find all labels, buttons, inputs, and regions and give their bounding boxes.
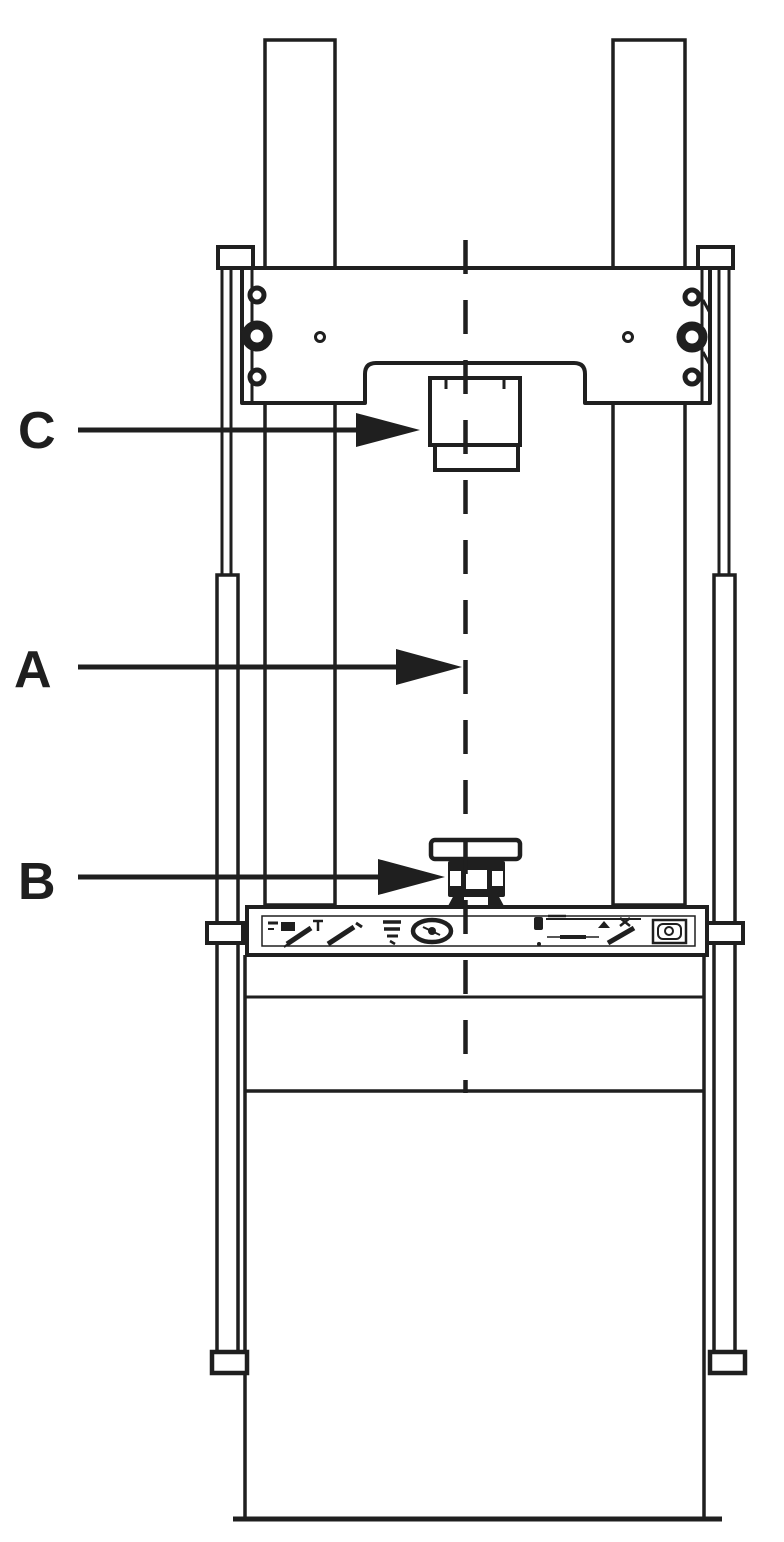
callout-arrowhead-C: [356, 413, 420, 447]
fixture-right-foot: [488, 893, 504, 906]
specimen-fixture: [428, 837, 523, 906]
cross-tools-icon: [619, 917, 631, 927]
left-tie-rod-lower: [215, 573, 240, 1354]
flag-triangle-icon: [598, 921, 610, 928]
striker-block: [428, 376, 522, 472]
crosshead-beam: [240, 266, 712, 405]
fixture-top-plate: [428, 837, 523, 862]
beam-weld-tick: [701, 299, 711, 313]
left-rod-foot: [209, 1349, 250, 1376]
tee-mark-icon: [313, 919, 323, 931]
fixture-left-nut: [450, 871, 461, 886]
slash-tool-icon: [606, 925, 636, 946]
callout-letter-A: A: [14, 641, 52, 699]
base-cabinet: [233, 955, 722, 1522]
left-column: [263, 38, 337, 907]
left-rod-collar: [205, 921, 245, 945]
right-tie-rod-lower: [712, 573, 737, 1354]
callout-letter-C: C: [18, 402, 56, 460]
block-icon: [534, 917, 543, 946]
right-tie-rod-upper: [717, 262, 731, 576]
right-rod-cap: [696, 245, 735, 270]
right-column: [611, 38, 687, 907]
slash-tool-icon: [283, 925, 313, 948]
fixture-left-foot: [448, 893, 464, 906]
callout-B: B: [18, 853, 445, 911]
right-rod-foot: [707, 1349, 748, 1376]
right-rod-collar: [705, 921, 745, 945]
beam-bolt-holes-right: [622, 287, 708, 387]
left-tie-rod-upper: [220, 262, 233, 576]
callout-letter-B: B: [18, 853, 56, 911]
slash-tool-icon: [326, 921, 363, 947]
measure-line-icon: [546, 914, 641, 939]
left-rod-cap: [216, 245, 255, 270]
fixture-window: [466, 870, 487, 889]
connector-plug-icon: [651, 918, 688, 945]
safety-label-glyphs: [268, 914, 688, 948]
oval-badge-icon: [410, 917, 454, 945]
callout-A: A: [14, 641, 462, 699]
stacked-bars-icon: [383, 920, 401, 946]
callout-C: C: [18, 402, 420, 460]
callout-arrowhead-B: [378, 859, 445, 895]
warning-marks-icon: [268, 921, 295, 931]
beam-bolt-holes-left: [241, 285, 326, 387]
callout-arrowhead-A: [396, 649, 462, 685]
fixture-right-nut: [492, 871, 503, 886]
beam-weld-tick: [701, 351, 711, 365]
